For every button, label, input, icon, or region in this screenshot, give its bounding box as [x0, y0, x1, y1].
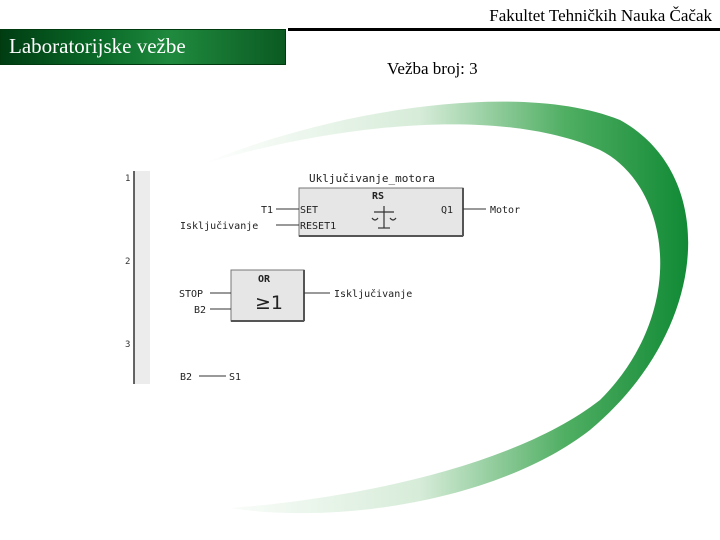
- rung-area: [134, 171, 150, 384]
- or-symbol: ≥1: [255, 292, 283, 314]
- rs-reset-pin: RESET1: [300, 221, 336, 232]
- assign-input: B2: [180, 372, 192, 383]
- swoosh-shape: [200, 101, 689, 514]
- network-number: 3: [125, 340, 130, 350]
- rs-reset-signal: Isključivanje: [180, 220, 258, 232]
- rs-output-pin: Q1: [441, 205, 453, 216]
- lab-title-box: Laboratorijske vežbe: [0, 29, 286, 65]
- or-output: Isključivanje: [334, 288, 412, 300]
- or-input-1: STOP: [179, 289, 203, 300]
- faculty-title: Fakultet Tehničkih Nauka Čačak: [489, 6, 712, 25]
- or-block[interactable]: [230, 269, 305, 322]
- header-divider: [288, 28, 720, 31]
- scale-icon: [371, 206, 397, 229]
- rs-set-pin: SET: [300, 205, 318, 216]
- network-number: 2: [125, 257, 130, 267]
- network-number: 1: [125, 174, 130, 184]
- rs-output-signal: Motor: [490, 205, 520, 216]
- rs-set-signal: T1: [261, 205, 273, 216]
- exercise-number: Vežba broj: 3: [387, 59, 478, 78]
- or-input-2: B2: [194, 305, 206, 316]
- rs-block-type: RS: [372, 191, 384, 202]
- plc-function-block-diagram: 1 2 3 Uključivanje_motora RS SET RESET1 …: [125, 171, 520, 384]
- rs-instance-name: Uključivanje_motora: [309, 172, 435, 185]
- assign-output: S1: [229, 372, 241, 383]
- or-block-type: OR: [258, 274, 271, 285]
